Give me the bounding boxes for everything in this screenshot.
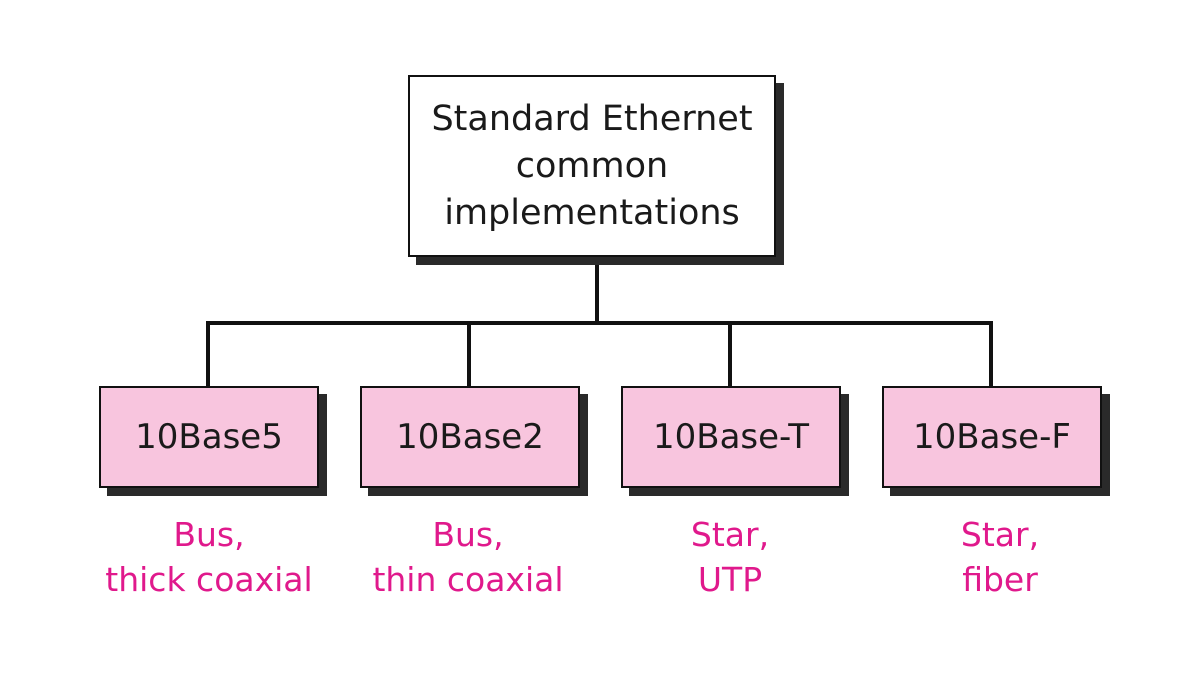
branch-connector-10base2 — [467, 321, 471, 387]
branch-connector-10base5 — [206, 321, 210, 387]
node-10base-f: 10Base-F — [882, 386, 1102, 488]
desc-10base5-line-1: Bus, — [173, 515, 245, 554]
desc-10base2: Bus, thin coaxial — [328, 512, 608, 602]
root-title-line-1: Standard Ethernet — [431, 98, 753, 139]
branch-connector-10base-f — [989, 321, 993, 387]
desc-10base-t-line-2: UTP — [697, 560, 763, 599]
node-label-10base5: 10Base5 — [135, 417, 283, 457]
desc-10base2-line-1: Bus, — [432, 515, 504, 554]
desc-10base2-line-2: thin coaxial — [372, 560, 564, 599]
root-title-line-3: implementations — [444, 192, 740, 233]
node-label-10base2: 10Base2 — [396, 417, 544, 457]
desc-10base-f-line-2: fiber — [962, 560, 1038, 599]
node-10base5: 10Base5 — [99, 386, 319, 488]
desc-10base-f-line-1: Star, — [960, 515, 1040, 554]
desc-10base-t: Star, UTP — [590, 512, 870, 602]
horizontal-connector — [206, 321, 993, 325]
desc-10base-t-line-1: Star, — [690, 515, 770, 554]
node-label-10base-f: 10Base-F — [913, 417, 1071, 457]
desc-10base5: Bus, thick coaxial — [69, 512, 349, 602]
desc-10base5-line-2: thick coaxial — [105, 560, 313, 599]
node-label-10base-t: 10Base-T — [653, 417, 809, 457]
branch-connector-10base-t — [728, 321, 732, 387]
root-connector — [595, 257, 599, 324]
node-10base2: 10Base2 — [360, 386, 580, 488]
root-title-line-2: common — [515, 145, 669, 186]
node-10base-t: 10Base-T — [621, 386, 841, 488]
root-node: Standard Ethernet common implementations — [408, 75, 776, 257]
desc-10base-f: Star, fiber — [860, 512, 1140, 602]
